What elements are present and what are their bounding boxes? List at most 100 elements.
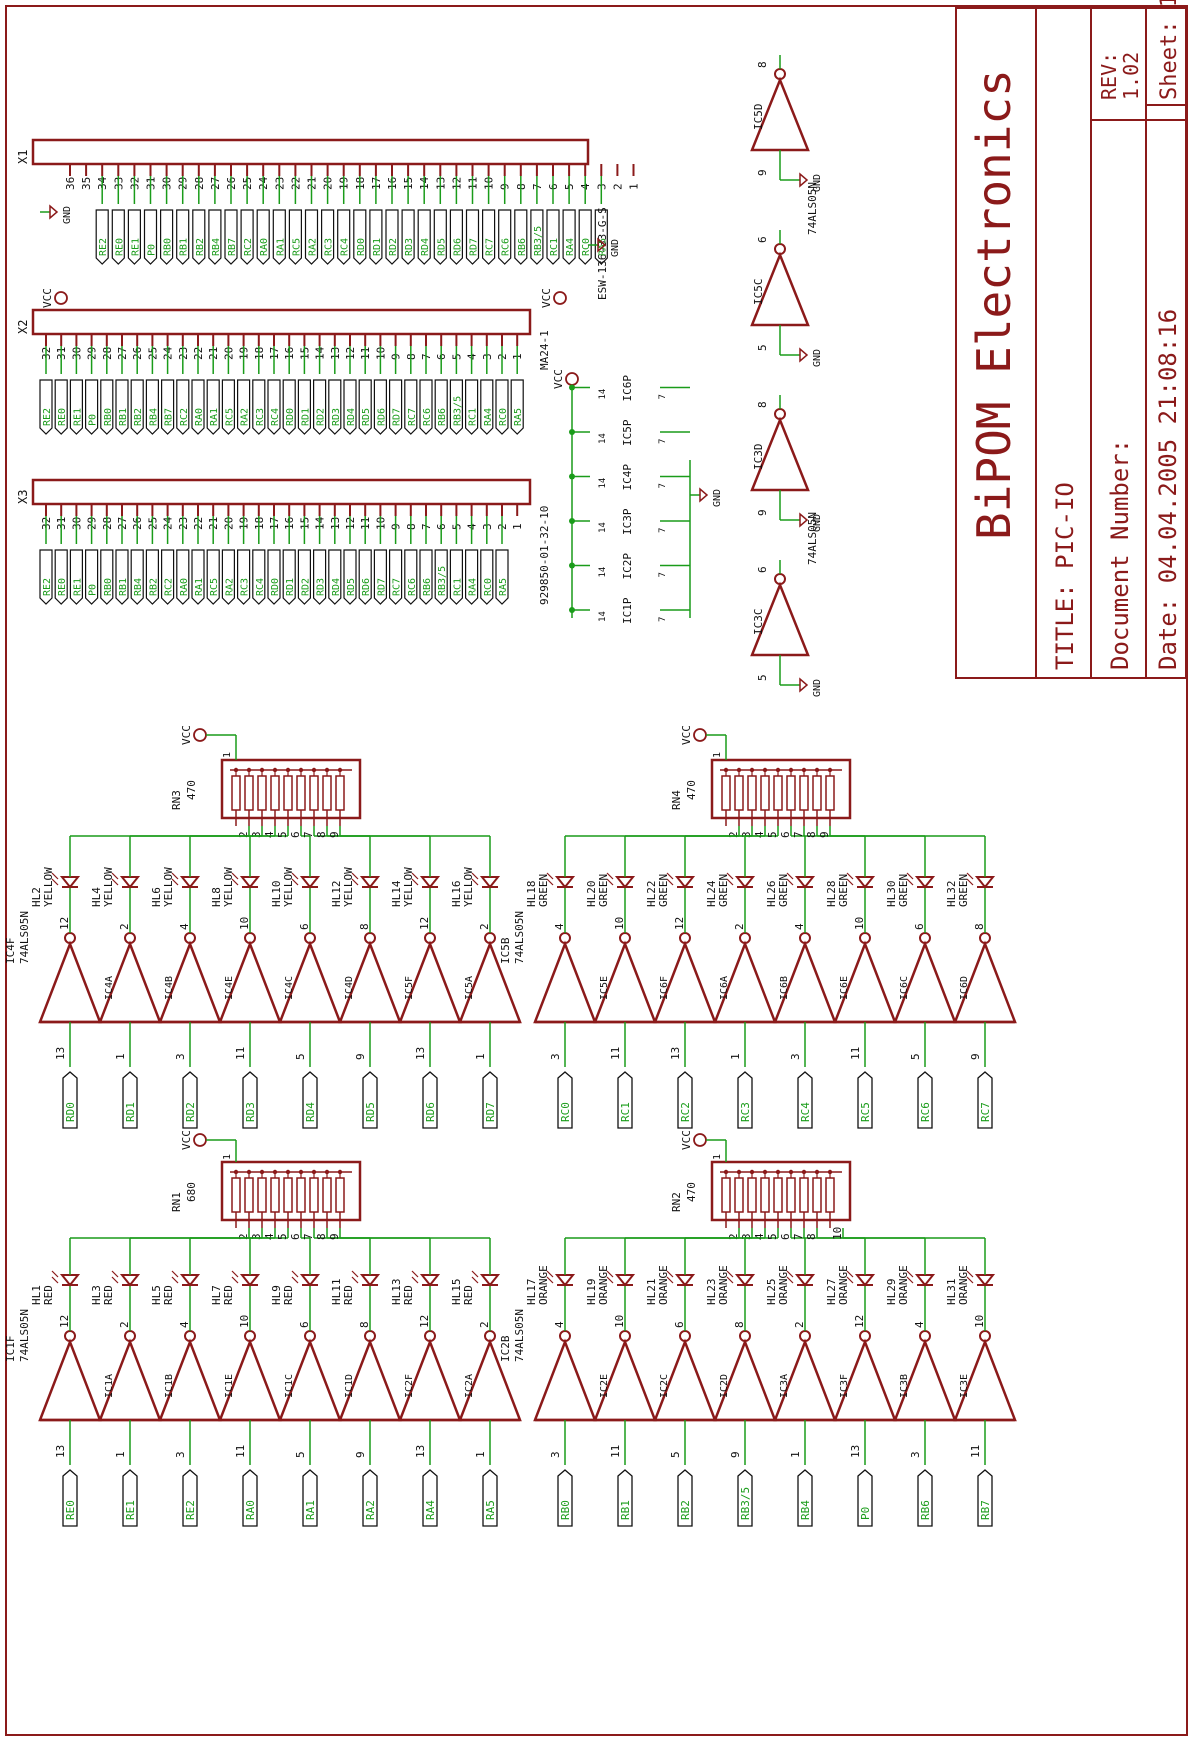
gate-name: IC2B: [499, 1335, 512, 1362]
net-label: RD4: [304, 1102, 317, 1122]
gnd-label: GND: [62, 206, 73, 224]
net-label: RB0: [103, 578, 114, 596]
title-block: BiPOM Electronics TITLE: PIC-IO Document…: [955, 0, 1187, 679]
resistor-network-value: 680: [185, 1182, 198, 1202]
net-label-box: [62, 1469, 78, 1527]
net-label: RD6: [452, 238, 463, 256]
net-label: RC6: [919, 1102, 932, 1122]
led-emission-arrow: [606, 872, 614, 880]
gate-name: IC5A: [464, 976, 475, 1000]
led-name: HL7: [210, 1285, 223, 1305]
led-color: ORANGE: [657, 1265, 670, 1305]
net-label-box: [176, 379, 190, 435]
pin-number: 3: [174, 1053, 187, 1060]
led-emission-arrow: [351, 1276, 359, 1284]
led-emission-arrow: [231, 1276, 239, 1284]
net-label: RC5: [291, 238, 302, 256]
net-label-box: [617, 1071, 633, 1129]
led-color: GREEN: [837, 874, 850, 907]
led-emission-arrow: [231, 878, 239, 886]
pin-number: 11: [609, 1047, 622, 1060]
led-name: HL21: [645, 1279, 658, 1306]
pin-number: 5: [756, 344, 769, 351]
resistor-network-value: 470: [185, 780, 198, 800]
net-label: RE0: [64, 1500, 77, 1520]
net-label-box: [562, 209, 576, 265]
led-emission-arrow: [546, 872, 554, 880]
net-label-box: [385, 209, 399, 265]
gate-part: 74ALS05N: [806, 182, 819, 235]
gnd-symbol: GND: [790, 172, 823, 192]
pin-number: 2: [478, 923, 491, 930]
net-label-box: [465, 379, 479, 435]
resistor-network-value: 470: [685, 1182, 698, 1202]
led-name: HL28: [825, 881, 838, 908]
gate-name: IC6A: [719, 976, 730, 1000]
led-emission-arrow: [51, 1276, 59, 1284]
net-label: RA0: [179, 578, 190, 596]
pin-number: 5: [909, 1053, 922, 1060]
net-label-box: [237, 379, 251, 435]
sheet-title: TITLE: PIC-IO: [1051, 482, 1079, 670]
resistor-network-name: RN3: [170, 790, 183, 810]
net-label: RD4: [346, 408, 357, 426]
power-ic-name: IC5P: [621, 419, 634, 446]
led-emission-arrow: [471, 1270, 479, 1278]
net-label: P0: [147, 244, 158, 256]
power-pin-vcc: 14: [598, 389, 608, 400]
led-emission-arrow: [351, 872, 359, 880]
net-label: RD4: [420, 238, 431, 256]
net-label-box: [160, 209, 174, 265]
net-label: RB1: [118, 578, 129, 596]
net-label-box: [434, 549, 448, 605]
pin-number: 7: [792, 1233, 805, 1240]
net-label-box: [389, 549, 403, 605]
led-emission-arrow: [51, 872, 59, 880]
led-emission-arrow: [171, 1276, 179, 1284]
pin-number: 10: [613, 917, 626, 930]
net-label: RB4: [148, 408, 159, 426]
net-label-box: [288, 209, 302, 265]
net-label-box: [495, 379, 509, 435]
net-label-box: [143, 209, 158, 265]
led-emission-arrow: [726, 878, 734, 886]
led-color: YELLOW: [462, 867, 475, 907]
net-label: P0: [88, 414, 99, 426]
connector-x3: X3929850-01-32-1032313029282726252423222…: [16, 478, 551, 605]
pin-number: 1: [628, 183, 641, 190]
net-label: RC1: [452, 578, 463, 596]
led-name: HL2: [30, 887, 43, 907]
power-pin-gnd: 7: [658, 572, 668, 577]
gate-name: IC5B: [499, 937, 512, 964]
net-label-box: [192, 209, 206, 265]
power-pin-gnd: 7: [658, 394, 668, 399]
gate-name: IC3C: [752, 609, 765, 636]
led-emission-arrow: [666, 872, 674, 880]
led-emission-arrow: [726, 1276, 734, 1284]
gate-name: IC4C: [284, 976, 295, 1000]
resistor-network-name: RN2: [670, 1192, 683, 1212]
led-emission-arrow: [351, 878, 359, 886]
net-label: RD7: [484, 1102, 497, 1122]
pin-number: 4: [753, 831, 766, 838]
net-label-box: [594, 209, 608, 265]
net-label-box: [495, 549, 509, 605]
led-emission-arrow: [471, 1276, 479, 1284]
net-label: RB1: [118, 408, 129, 426]
led-emission-arrow: [171, 878, 179, 886]
pin-number: 3: [740, 1233, 753, 1240]
vcc-label: VCC: [180, 1130, 193, 1150]
pin-number: 8: [358, 923, 371, 930]
led-name: HL5: [150, 1285, 163, 1305]
pin-number: 13: [414, 1047, 427, 1060]
net-label-box: [122, 1469, 138, 1527]
gnd-label: GND: [812, 679, 823, 697]
gate-name: IC3B: [899, 1374, 910, 1398]
net-label: RC1: [549, 238, 560, 256]
power-pin-gnd: 7: [658, 528, 668, 533]
